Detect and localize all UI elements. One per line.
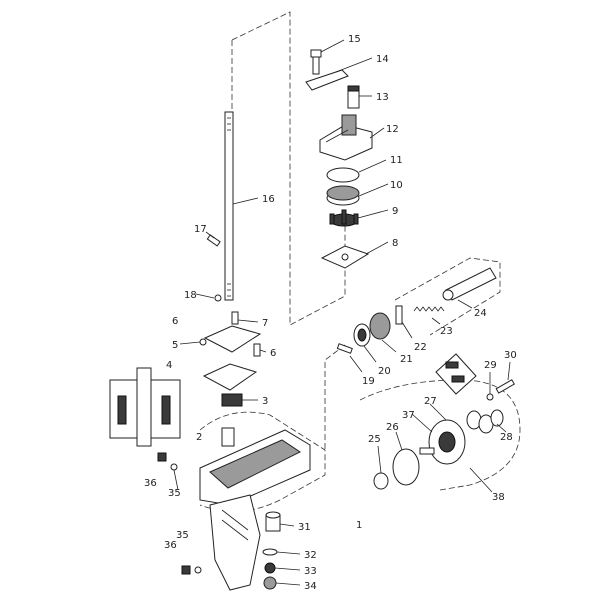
- water-tube-part: [347, 85, 360, 109]
- small-washer-part: [486, 393, 494, 401]
- cross-pin-part: [336, 343, 353, 354]
- callout-35b: 35: [176, 530, 189, 541]
- thrust-washer-part: [262, 548, 278, 556]
- callout-38: 38: [492, 492, 505, 503]
- o-ring-part: [326, 167, 360, 183]
- gearcase-link-outline: [324, 344, 346, 450]
- callout-37: 37: [402, 410, 415, 421]
- callout-23: 23: [440, 326, 453, 337]
- callout-7: 7: [262, 318, 268, 329]
- callout-18: 18: [184, 290, 197, 301]
- callout-10: 10: [390, 180, 403, 191]
- screw-lower-part: [181, 565, 202, 575]
- callout-11: 11: [390, 155, 403, 166]
- callout-6a: 6: [172, 316, 178, 327]
- callout-32: 32: [304, 550, 317, 561]
- screw-part: [157, 452, 178, 471]
- callout-35a: 35: [168, 488, 181, 499]
- callout-34: 34: [304, 581, 317, 592]
- callout-9: 9: [392, 206, 398, 217]
- callout-20: 20: [378, 366, 391, 377]
- callout-31: 31: [298, 522, 311, 533]
- propshaft-group-outline: [394, 257, 501, 336]
- pin-part: [206, 234, 221, 247]
- clutch-part: [395, 305, 403, 325]
- spring-part: [413, 306, 445, 312]
- callout-6b: 6: [270, 348, 276, 359]
- thrust-ring-part: [373, 472, 389, 490]
- callout-27: 27: [424, 396, 437, 407]
- pinion-gear-part: [263, 576, 277, 590]
- retainer-plate-part: [305, 69, 349, 91]
- callout-22: 22: [414, 342, 427, 353]
- callout-5: 5: [172, 340, 178, 351]
- leader-lines: [173, 39, 511, 586]
- callout-28: 28: [500, 432, 513, 443]
- callout-30: 30: [504, 350, 517, 361]
- callout-15: 15: [348, 34, 361, 45]
- callout-25: 25: [368, 434, 381, 445]
- oil-seal-part: [490, 409, 504, 427]
- callout-3: 3: [262, 396, 268, 407]
- fitting-part: [265, 511, 281, 532]
- callout-2: 2: [196, 432, 202, 443]
- bolt-part: [310, 49, 322, 75]
- callout-36a: 36: [144, 478, 157, 489]
- carrier-o-ring-part: [392, 448, 420, 486]
- pump-housing-part: [319, 114, 373, 161]
- callout-19: 19: [362, 376, 375, 387]
- propeller-shaft-part: [442, 267, 497, 301]
- impeller-part: [329, 209, 359, 227]
- seal-part: [466, 410, 494, 434]
- callout-17: 17: [194, 224, 207, 235]
- circlip-part: [214, 294, 222, 302]
- nut-part: [264, 562, 276, 574]
- callout-1: 1: [356, 520, 362, 531]
- callout-16: 16: [262, 194, 275, 205]
- bushing-part: [221, 393, 243, 407]
- seal-detail-inset: [435, 353, 477, 395]
- callout-36b: 36: [164, 540, 177, 551]
- carrier-bolt-part: [495, 379, 515, 394]
- dowel-pin-lower-part: [253, 343, 261, 357]
- gasket-part: [202, 363, 258, 391]
- dowel-pin-part: [231, 311, 239, 325]
- sleeve-part: [221, 427, 235, 447]
- callout-21: 21: [400, 354, 413, 365]
- propeller-housing-outline: [359, 379, 521, 491]
- callout-33: 33: [304, 566, 317, 577]
- callout-4: 4: [166, 360, 172, 371]
- shaft-detail-inset: [109, 367, 181, 447]
- callout-8: 8: [392, 238, 398, 249]
- mount-plate-part: [203, 325, 262, 353]
- upper-pump-group-outline: [231, 11, 346, 326]
- callout-13: 13: [376, 92, 389, 103]
- callout-14: 14: [376, 54, 389, 65]
- bearing-carrier-part: [419, 419, 466, 465]
- callout-26: 26: [386, 422, 399, 433]
- forward-gear-part: [369, 312, 391, 340]
- callout-29: 29: [484, 360, 497, 371]
- callout-24: 24: [474, 308, 487, 319]
- washer-part: [199, 338, 207, 346]
- pump-insert-part: [326, 185, 360, 206]
- gearcase-housing: [199, 429, 311, 591]
- callout-12: 12: [386, 124, 399, 135]
- drive-shaft: [224, 111, 234, 301]
